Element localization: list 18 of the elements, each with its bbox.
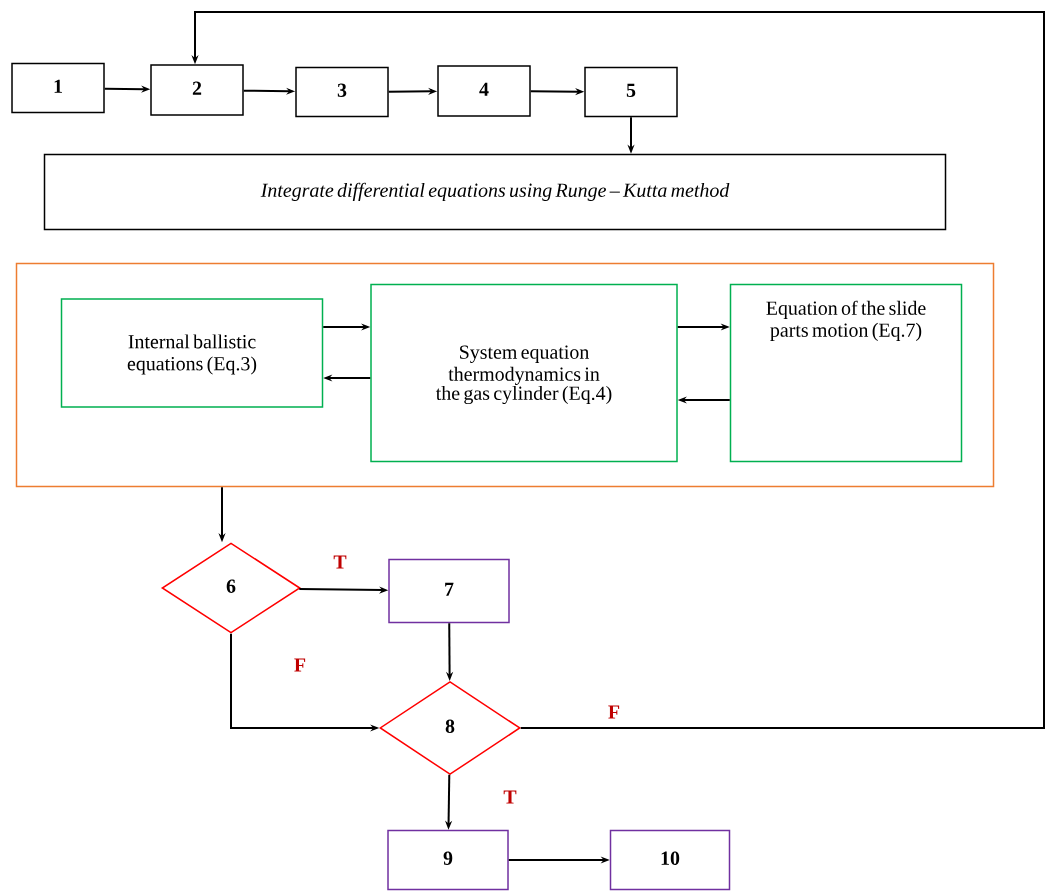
process-box (729, 283, 963, 463)
process-box: System equation thermodynamics in the gas cylinder (Eq.4) (370, 283, 678, 463)
process-box: 2 (150, 64, 244, 116)
process-box: 10 (609, 829, 731, 891)
edge-label: T (503, 790, 517, 804)
group-frame (15, 262, 995, 488)
process-box: 9 (387, 829, 509, 891)
process-box: Integrate differential equations using Runge – Kutta method (43, 153, 947, 231)
process-box: 5 (584, 66, 678, 118)
process-box: Internal ballistic equations (Eq.3) (60, 298, 324, 408)
process-box: 3 (295, 66, 389, 118)
process-box: 7 (388, 558, 510, 624)
process-box: 4 (437, 65, 531, 117)
process-box: 1 (11, 62, 105, 114)
edge-label: T (333, 555, 347, 569)
node-text: Equation of the slide parts motion (Eq.7) (766, 300, 926, 341)
edge-label: F (294, 658, 306, 672)
edge-label: F (608, 705, 620, 719)
